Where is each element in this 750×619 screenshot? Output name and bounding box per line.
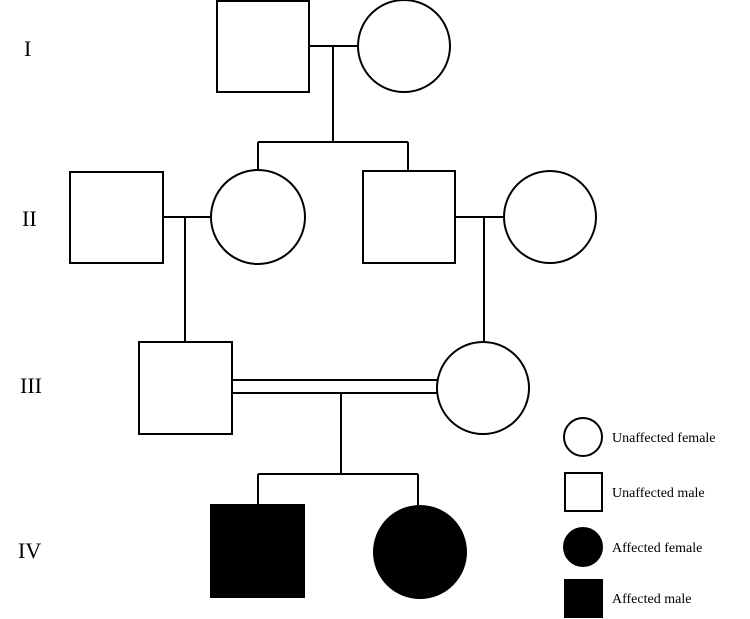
legend-item-affected-female: Affected female xyxy=(563,527,702,567)
individual-i-2-unaffected-female xyxy=(357,0,451,93)
legend-label-affected-female: Affected female xyxy=(612,541,702,556)
legend: Unaffected female Unaffected male Affect… xyxy=(563,417,716,618)
legend-swatch-unaffected-male xyxy=(564,472,603,512)
legend-item-unaffected-female: Unaffected female xyxy=(563,417,716,457)
legend-label-unaffected-female: Unaffected female xyxy=(612,431,716,446)
individual-ii-2-unaffected-female xyxy=(210,169,306,265)
generation-label-i: I xyxy=(24,36,31,61)
legend-swatch-affected-female xyxy=(563,527,603,567)
legend-swatch-affected-male xyxy=(564,579,603,618)
individual-iv-1-affected-male xyxy=(210,504,305,598)
generation-label-iii: III xyxy=(20,373,42,398)
legend-label-affected-male: Affected male xyxy=(612,592,691,607)
individual-iv-2-affected-female xyxy=(373,505,467,599)
legend-item-unaffected-male: Unaffected male xyxy=(564,472,705,512)
legend-label-unaffected-male: Unaffected male xyxy=(612,486,705,501)
individual-iii-1-unaffected-male xyxy=(138,341,233,435)
generation-label-iv: IV xyxy=(18,538,41,563)
individual-ii-4-unaffected-female xyxy=(503,170,597,264)
individual-iii-2-unaffected-female xyxy=(436,341,530,435)
relationship-lines xyxy=(163,45,504,505)
legend-item-affected-male: Affected male xyxy=(564,579,691,618)
individual-ii-1-unaffected-male xyxy=(69,171,164,264)
generation-label-ii: II xyxy=(22,206,37,231)
individual-ii-3-unaffected-male xyxy=(362,170,456,264)
individual-i-1-unaffected-male xyxy=(216,0,310,93)
individuals xyxy=(69,0,597,599)
legend-swatch-unaffected-female xyxy=(563,417,603,457)
